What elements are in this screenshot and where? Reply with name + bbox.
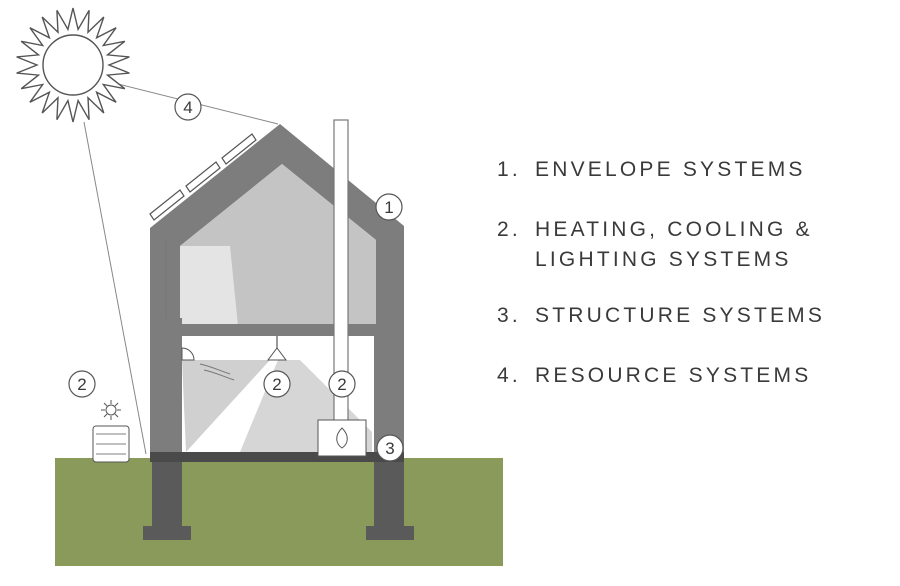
legend-index: 4. (497, 364, 521, 387)
callout-1-envelope: 1 (375, 193, 403, 221)
callout-2-light-fixture: 2 (263, 370, 291, 398)
callout-2-exterior-unit: 2 (68, 370, 96, 398)
foundation-right (366, 458, 414, 540)
wall-light-icon (181, 347, 235, 381)
exterior-hvac-unit-icon (92, 400, 130, 463)
callout-2-light-number: 2 (272, 375, 281, 394)
callout-2-stove-number: 2 (337, 375, 346, 394)
foundation-left (143, 458, 191, 540)
callout-2-exterior-number: 2 (77, 375, 86, 394)
ground-floor-slab (150, 452, 404, 462)
upper-floor-slab (150, 324, 404, 336)
legend-index: 3. (497, 304, 521, 327)
pendant-lamp-icon (267, 336, 287, 361)
legend-label: HEATING, COOLING & LIGHTING SYSTEMS (535, 218, 813, 271)
sun-ray-to-ground (83, 121, 147, 455)
left-wall (150, 318, 182, 458)
callout-2-stove: 2 (328, 370, 356, 398)
systems-legend: 1. ENVELOPE SYSTEMS 2. HEATING, COOLING … (497, 155, 892, 421)
ground (55, 458, 503, 566)
callout-1-number: 1 (384, 198, 393, 217)
legend-label: RESOURCE SYSTEMS (535, 364, 812, 387)
legend-item-envelope: 1. ENVELOPE SYSTEMS (497, 155, 892, 185)
legend-index: 2. (497, 218, 521, 241)
legend-index: 1. (497, 158, 521, 181)
legend-item-resource: 4. RESOURCE SYSTEMS (497, 361, 892, 391)
attic-light (180, 246, 238, 326)
legend-item-structure: 3. STRUCTURE SYSTEMS (497, 301, 892, 331)
callout-3-structure: 3 (376, 434, 404, 462)
solar-panels (149, 133, 257, 221)
lower-light-cone (182, 360, 270, 452)
legend-label: STRUCTURE SYSTEMS (535, 304, 826, 327)
callout-3-number: 3 (385, 439, 394, 458)
callout-4-number: 4 (183, 98, 192, 117)
legend-label: ENVELOPE SYSTEMS (535, 158, 806, 181)
stove-icon (317, 419, 367, 457)
sun-icon (16, 7, 130, 123)
callout-4-resource: 4 (174, 93, 202, 121)
legend-item-heating-cooling-lighting: 2. HEATING, COOLING & LIGHTING SYSTEMS (497, 215, 892, 275)
